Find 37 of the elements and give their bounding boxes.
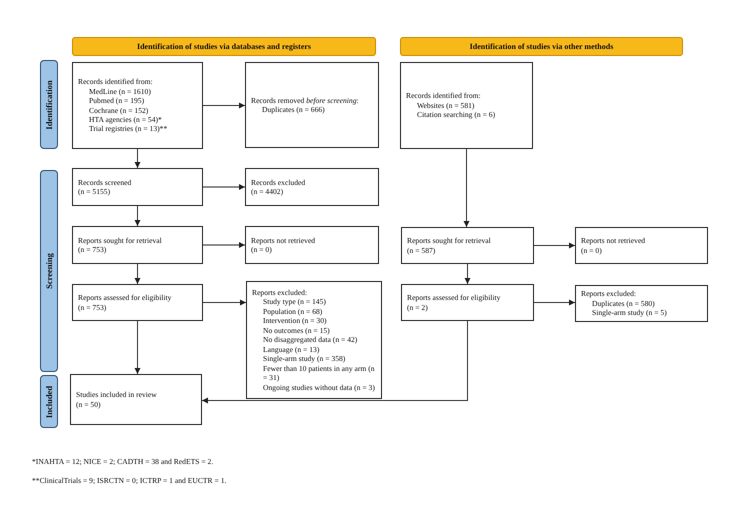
stage-label: Screening	[44, 253, 54, 289]
process-box	[401, 284, 534, 321]
arrow	[202, 102, 246, 108]
arrow	[464, 264, 470, 284]
process-box	[575, 285, 708, 322]
process-box	[72, 226, 203, 264]
stage-band	[40, 375, 58, 428]
arrow	[134, 148, 140, 168]
arrow	[464, 148, 470, 228]
process-box	[401, 227, 534, 264]
process-box	[245, 168, 379, 206]
process-box	[245, 226, 379, 264]
arrow	[134, 264, 140, 284]
stage-band	[40, 170, 58, 372]
header-text: Identification of studies via other methods	[470, 42, 614, 51]
arrow	[134, 320, 140, 374]
arrow	[202, 300, 246, 306]
process-box	[72, 168, 203, 206]
process-box	[246, 281, 382, 399]
arrow	[202, 242, 246, 248]
process-box	[245, 62, 379, 148]
arrow	[134, 206, 140, 226]
phase-header	[72, 37, 376, 56]
arrow	[202, 320, 468, 404]
process-box	[400, 62, 533, 149]
arrow	[534, 300, 576, 306]
stage-label: Included	[44, 385, 54, 418]
process-box	[72, 62, 203, 149]
header-text: Identification of studies via databases and registers	[136, 42, 312, 51]
phase-header	[400, 37, 683, 56]
process-box	[72, 284, 203, 321]
arrow	[202, 184, 246, 190]
stage-band	[40, 60, 58, 149]
process-box	[70, 374, 202, 425]
arrow	[534, 242, 576, 248]
stage-label: Identification	[44, 80, 54, 130]
process-box	[575, 227, 708, 264]
